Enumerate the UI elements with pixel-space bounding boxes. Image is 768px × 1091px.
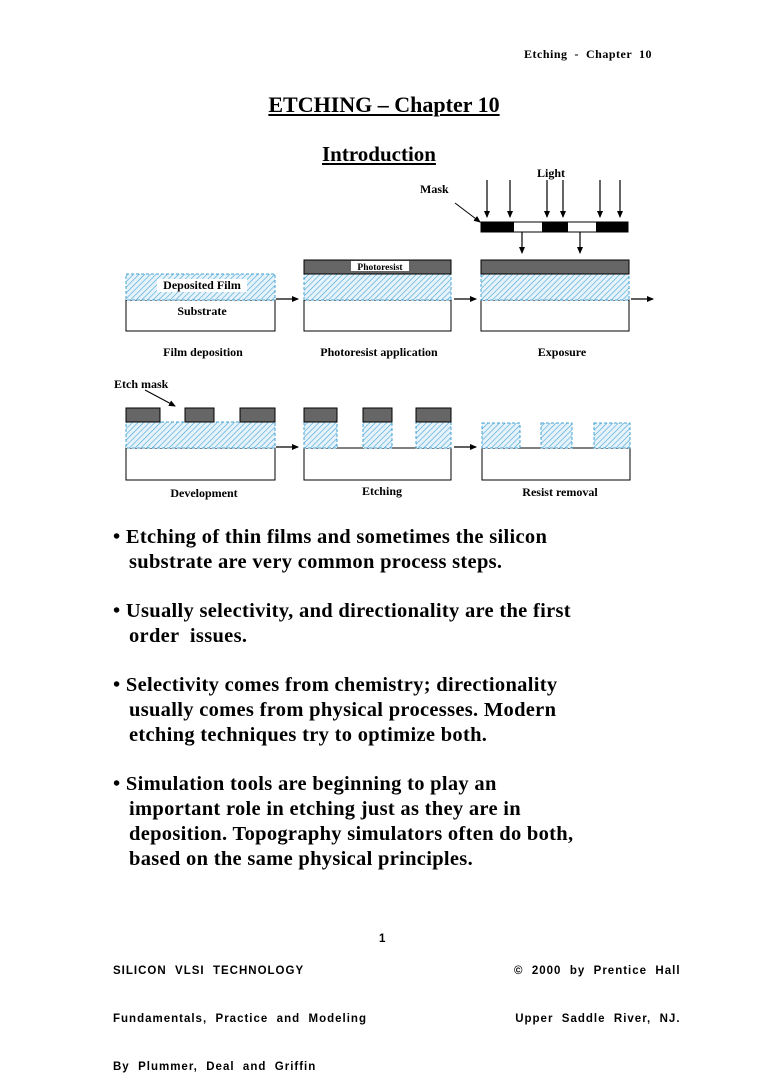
film-deposition-stack: Deposited Film Substrate (125, 273, 276, 332)
resist-removal-stack (481, 422, 631, 481)
bullet-line: etching techniques try to optimize both. (129, 724, 488, 746)
footer-copyright: © 2000 by Prentice Hall Upper Saddle Riv… (514, 931, 681, 1043)
substrate-label: Substrate (177, 304, 227, 318)
mask-pointer (454, 202, 481, 223)
exposure-stack (480, 259, 630, 332)
bullet-line: • Usually selectivity, and directionalit… (113, 600, 571, 622)
bullet-list: • Etching of thin films and sometimes th… (113, 525, 673, 896)
step-label-exposure: Exposure (538, 345, 587, 359)
section-heading-text: Introduction (322, 142, 436, 166)
bullet-line: based on the same physical principles. (129, 848, 473, 870)
etch-mask-pointer (144, 389, 176, 407)
step-label-etching: Etching (362, 484, 402, 498)
footer-line: SILICON VLSI TECHNOLOGY (113, 965, 305, 977)
bullet-item: • Simulation tools are beginning to play… (113, 772, 673, 872)
footer-line: © 2000 by Prentice Hall (514, 965, 681, 977)
deposited-film-label: Deposited Film (163, 278, 241, 292)
etching-stack (303, 407, 452, 481)
light-rays (484, 180, 623, 254)
photoresist-stack: Photoresist (303, 259, 452, 332)
bullet-line: substrate are very common process steps. (129, 551, 503, 573)
page-title: ETCHING – Chapter 10 (0, 92, 768, 118)
page-title-text: ETCHING – Chapter 10 (268, 92, 500, 117)
photomask (480, 221, 629, 233)
step-label-resist-removal: Resist removal (522, 485, 598, 499)
step-label-development: Development (170, 486, 237, 500)
development-stack (125, 407, 276, 481)
footer-book-info: SILICON VLSI TECHNOLOGY Fundamentals, Pr… (113, 931, 367, 1091)
etch-mask-label: Etch mask (114, 377, 169, 391)
section-heading: Introduction (322, 142, 436, 167)
running-header: Etching - Chapter 10 (524, 47, 652, 61)
step-label-photoresist-application: Photoresist application (320, 345, 438, 359)
bullet-line: • Simulation tools are beginning to play… (113, 773, 497, 795)
bullet-item: • Selectivity comes from chemistry; dire… (113, 673, 673, 748)
bullet-item: • Etching of thin films and sometimes th… (113, 525, 673, 575)
bullet-line: deposition. Topography simulators often … (129, 823, 574, 845)
page-number: 1 (379, 933, 387, 945)
bullet-line: • Selectivity comes from chemistry; dire… (113, 674, 558, 696)
photoresist-label: Photoresist (357, 263, 403, 273)
footer-line: By Plummer, Deal and Griffin (113, 1061, 317, 1073)
mask-label: Mask (420, 182, 449, 196)
step-label-film-deposition: Film deposition (163, 345, 243, 359)
bullet-line: usually comes from physical processes. M… (129, 699, 557, 721)
footer-line: Fundamentals, Practice and Modeling (113, 1013, 367, 1025)
footer-line: Upper Saddle River, NJ. (515, 1013, 681, 1025)
light-label-text: Light (537, 166, 565, 180)
bullet-line: • Etching of thin films and sometimes th… (113, 526, 548, 548)
etching-process-diagram: Light Mask Deposited Film Substrate Phot… (114, 166, 654, 500)
bullet-item: • Usually selectivity, and directionalit… (113, 599, 673, 649)
light-label: Light (537, 166, 565, 180)
bullet-line: important role in etching just as they a… (129, 798, 521, 820)
bullet-line: order issues. (129, 625, 248, 647)
